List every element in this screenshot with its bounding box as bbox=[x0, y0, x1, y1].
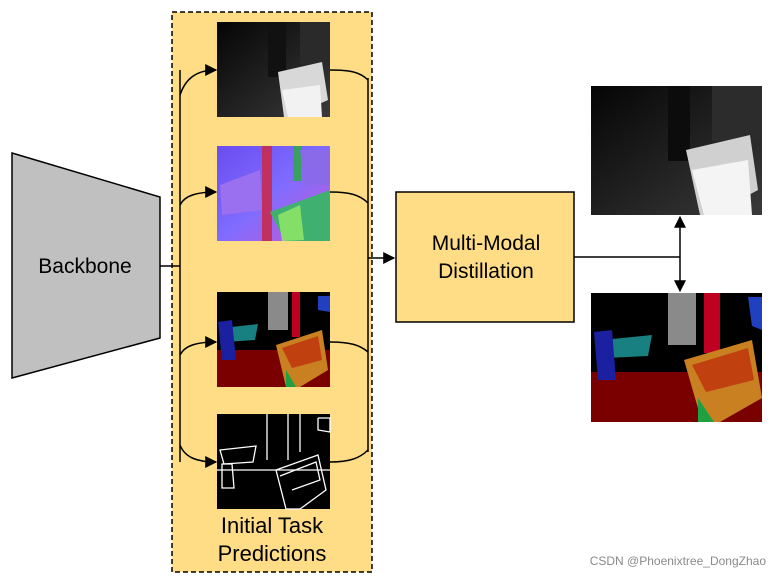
distillation-label-line1: Multi-Modal bbox=[431, 232, 541, 255]
arrow-to-normals bbox=[179, 186, 218, 206]
backbone-block bbox=[11, 151, 161, 379]
initial-predictions-line2: Predictions bbox=[217, 541, 327, 566]
depth-map-image bbox=[217, 22, 330, 117]
edges-output-line bbox=[329, 449, 369, 463]
backbone-label: Backbone bbox=[38, 255, 132, 278]
segmentation-output-line bbox=[329, 341, 369, 353]
normals-output-line bbox=[329, 191, 369, 204]
distillation-label-line2: Distillation bbox=[438, 260, 534, 283]
distillation-label: Multi-Modal Distillation bbox=[397, 230, 575, 286]
depth-output-line bbox=[329, 69, 369, 81]
arrow-to-depth bbox=[179, 64, 218, 96]
surface-normals-image bbox=[217, 146, 330, 241]
edge-map-image bbox=[217, 414, 331, 510]
semantic-segmentation-image bbox=[217, 292, 330, 387]
initial-predictions-line1: Initial Task bbox=[220, 513, 324, 538]
refined-segmentation-image bbox=[591, 293, 762, 422]
watermark: CSDN @Phoenixtree_DongZhao bbox=[589, 554, 766, 568]
arrow-to-edges bbox=[179, 444, 218, 468]
multi-modal-distillation-box bbox=[395, 191, 575, 323]
initial-predictions-label: Initial Task Predictions bbox=[172, 512, 372, 568]
refined-depth-map-image bbox=[591, 86, 762, 215]
arrow-to-segmentation bbox=[179, 336, 218, 356]
